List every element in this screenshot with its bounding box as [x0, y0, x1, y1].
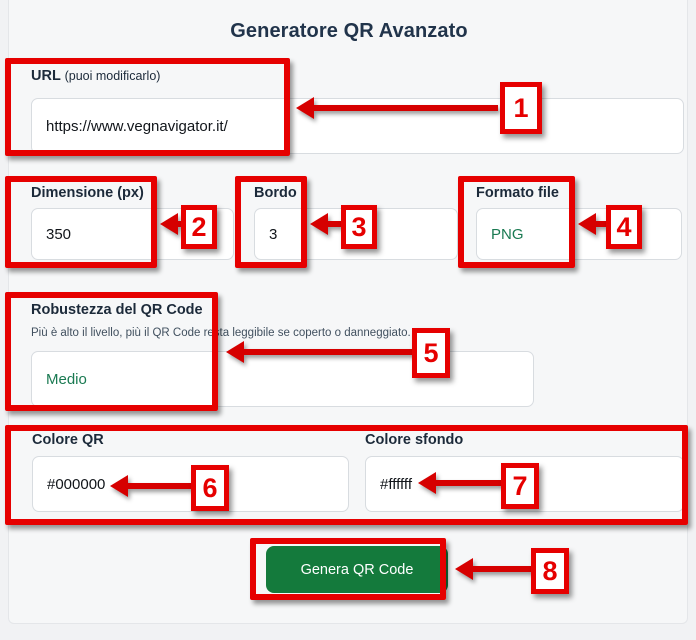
- url-label-sub: (puoi modificarlo): [64, 69, 161, 83]
- generate-qr-button[interactable]: Genera QR Code: [266, 546, 448, 593]
- url-label-text: URL: [31, 68, 61, 84]
- size-input[interactable]: 350: [31, 208, 234, 260]
- robustness-help: Più è alto il livello, più il QR Code re…: [31, 327, 411, 339]
- background-color-input[interactable]: #ffffff: [365, 456, 684, 512]
- qr-color-label: Colore QR: [32, 432, 104, 448]
- url-label: URL (puoi modificarlo): [31, 68, 160, 84]
- qr-generator-card: Generatore QR Avanzato URL (puoi modific…: [8, 0, 688, 624]
- robustness-select[interactable]: Medio: [31, 351, 534, 407]
- url-input[interactable]: https://www.vegnavigator.it/: [31, 98, 684, 154]
- robustness-label: Robustezza del QR Code: [31, 302, 203, 318]
- qr-color-input[interactable]: #000000: [32, 456, 349, 512]
- file-format-label: Formato file: [476, 185, 559, 201]
- background-color-label: Colore sfondo: [365, 432, 464, 448]
- border-input[interactable]: 3: [254, 208, 458, 260]
- file-format-select[interactable]: PNG: [476, 208, 682, 260]
- size-label: Dimensione (px): [31, 185, 144, 201]
- page-title: Generatore QR Avanzato: [230, 20, 468, 42]
- border-label: Bordo: [254, 185, 297, 201]
